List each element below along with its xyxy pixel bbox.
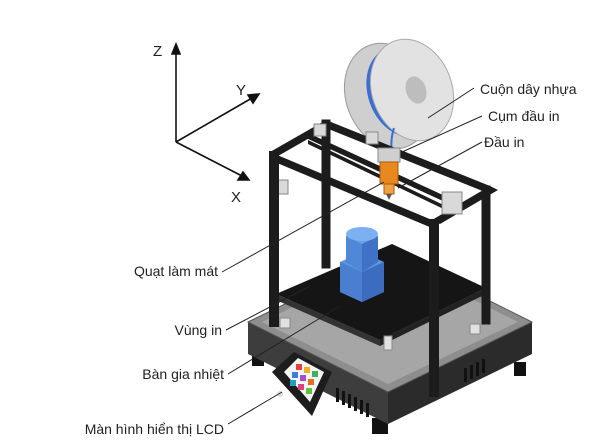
leader-print-head	[401, 115, 483, 153]
leader-spool	[427, 87, 475, 119]
filament-spool	[343, 38, 455, 157]
x-axis-line	[175, 141, 243, 177]
nozzle-tip	[386, 194, 392, 200]
leader-nozzle	[397, 141, 483, 189]
y-axis-arrow-icon	[246, 93, 261, 105]
z-axis-label: Z	[153, 43, 162, 60]
label-heated-bed: Bàn gia nhiệt	[142, 366, 224, 382]
label-filament-spool: Cuộn dây nhựa	[480, 81, 577, 97]
print-object	[340, 227, 384, 302]
leader-fan	[221, 181, 385, 273]
base-front-right-face	[388, 322, 532, 424]
label-print-head-assembly: Cụm đầu in	[488, 108, 560, 124]
frame-corner-blocks	[275, 123, 463, 215]
frame-front	[269, 151, 439, 397]
lcd-tiles	[290, 364, 318, 394]
x-axis-arrow-icon	[236, 170, 251, 181]
lcd-screen-icon	[272, 352, 332, 416]
label-cooling-fan: Quạt làm mát	[134, 263, 218, 279]
label-print-area: Vùng in	[175, 322, 222, 338]
label-lcd-screen: Màn hình hiển thị LCD	[85, 421, 224, 437]
x-axis-label: X	[231, 189, 241, 206]
base-vents	[336, 359, 485, 417]
frame-back	[321, 119, 491, 325]
post-brackets	[279, 317, 481, 351]
bed-edge-left	[276, 294, 380, 346]
label-nozzle: Đầu in	[484, 134, 524, 150]
axis-group	[170, 41, 261, 181]
y-axis-label: Y	[236, 82, 246, 99]
leader-lcd	[227, 391, 283, 425]
foot-right	[514, 362, 526, 376]
print-head-assembly	[377, 147, 401, 200]
leader-lines	[221, 87, 483, 425]
leader-print-area	[225, 285, 311, 331]
z-axis-arrow-icon	[170, 41, 182, 55]
leader-heated-bed	[227, 305, 341, 375]
y-axis-line	[175, 97, 253, 143]
